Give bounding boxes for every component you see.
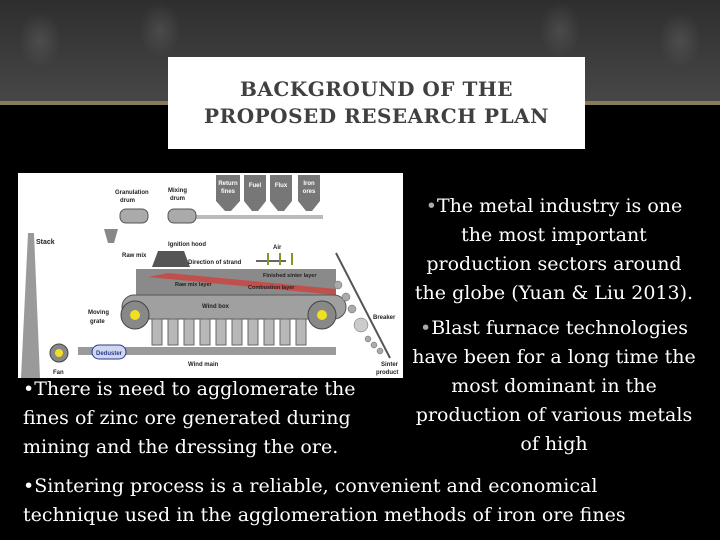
bullet-item: •Blast furnace technologies have been fo… xyxy=(410,314,698,459)
mixing-drum xyxy=(167,208,197,224)
right-bullet-list: •The metal industry is one the most impo… xyxy=(410,192,698,465)
wind-main xyxy=(78,347,336,355)
label-granulation-drum: Granulation xyxy=(115,190,149,196)
label-mixing-drum: Mixing xyxy=(168,188,187,194)
bullet-text: Sintering process is a reliable, conveni… xyxy=(23,475,626,526)
bullet-marker: • xyxy=(419,317,432,339)
deduster xyxy=(91,344,127,360)
air-arrows xyxy=(267,253,293,265)
label-ignition-hood: Ignition hood xyxy=(168,242,206,248)
svg-text:drum: drum xyxy=(120,198,135,204)
svg-text:Iron: Iron xyxy=(303,181,315,187)
sinter-lumps xyxy=(333,280,384,355)
bullet-marker: • xyxy=(23,378,35,400)
combustion-front xyxy=(148,273,336,295)
label-stack: Stack xyxy=(36,239,55,246)
label-wind-box: Wind box xyxy=(202,304,230,310)
label-air: Air xyxy=(273,245,282,251)
bullet-text: The metal industry is one the most impor… xyxy=(414,195,694,304)
sintering-process-diagram: Stack Return fines Fuel Flux Iron ores G… xyxy=(18,173,403,378)
wind-boxes xyxy=(151,318,307,346)
label-combustion-layer: Combustion layer xyxy=(248,285,295,291)
ignition-hood xyxy=(152,251,190,267)
svg-text:Fuel: Fuel xyxy=(249,183,262,189)
label-wind-main: Wind main xyxy=(188,362,219,368)
svg-text:Flux: Flux xyxy=(275,183,288,189)
svg-text:fines: fines xyxy=(221,189,236,195)
hopper-flux: Flux xyxy=(270,175,292,211)
svg-text:drum: drum xyxy=(170,196,185,202)
svg-text:ores: ores xyxy=(303,189,316,195)
bullet-marker: • xyxy=(425,195,437,217)
bullet-text: Blast furnace technologies have been for… xyxy=(412,317,696,455)
label-sinter-product: Sinter xyxy=(381,362,399,368)
bullet-marker: • xyxy=(23,475,35,497)
left-bullet: •There is need to agglomerate the fines … xyxy=(23,375,373,462)
slide-title: BACKGROUND OF THE PROPOSED RESEARCH PLAN xyxy=(204,77,549,128)
granulation-drum xyxy=(119,208,149,224)
header-banner xyxy=(0,0,720,105)
label-raw-mix-layer: Raw mix layer xyxy=(175,282,213,288)
hopper-fuel: Fuel xyxy=(244,175,266,211)
label-breaker: Breaker xyxy=(373,315,396,321)
svg-text:product: product xyxy=(376,370,398,376)
feed-conveyor xyxy=(178,215,323,219)
label-raw-mix: Raw mix xyxy=(122,253,147,259)
svg-text:Return: Return xyxy=(218,181,238,187)
label-deduster: Deduster xyxy=(96,351,123,357)
product-chute xyxy=(335,252,391,359)
stack-shape xyxy=(21,233,40,378)
bottom-bullet: •Sintering process is a reliable, conven… xyxy=(23,472,663,530)
raw-mix-hopper xyxy=(104,229,118,243)
label-fan: Fan xyxy=(53,370,64,376)
title-box: BACKGROUND OF THE PROPOSED RESEARCH PLAN xyxy=(168,57,585,149)
hopper-return-fines: Return fines xyxy=(216,175,240,211)
hopper-iron-ores: Iron ores xyxy=(298,175,320,211)
label-moving-grate: Moving xyxy=(88,310,109,316)
bullet-text: There is need to agglomerate the fines o… xyxy=(23,378,356,458)
label-direction-of-strand: Direction of strand xyxy=(188,260,242,266)
label-finished-sinter-layer: Finished sinter layer xyxy=(263,273,317,279)
svg-text:grate: grate xyxy=(90,319,105,325)
bullet-item: •The metal industry is one the most impo… xyxy=(410,192,698,308)
